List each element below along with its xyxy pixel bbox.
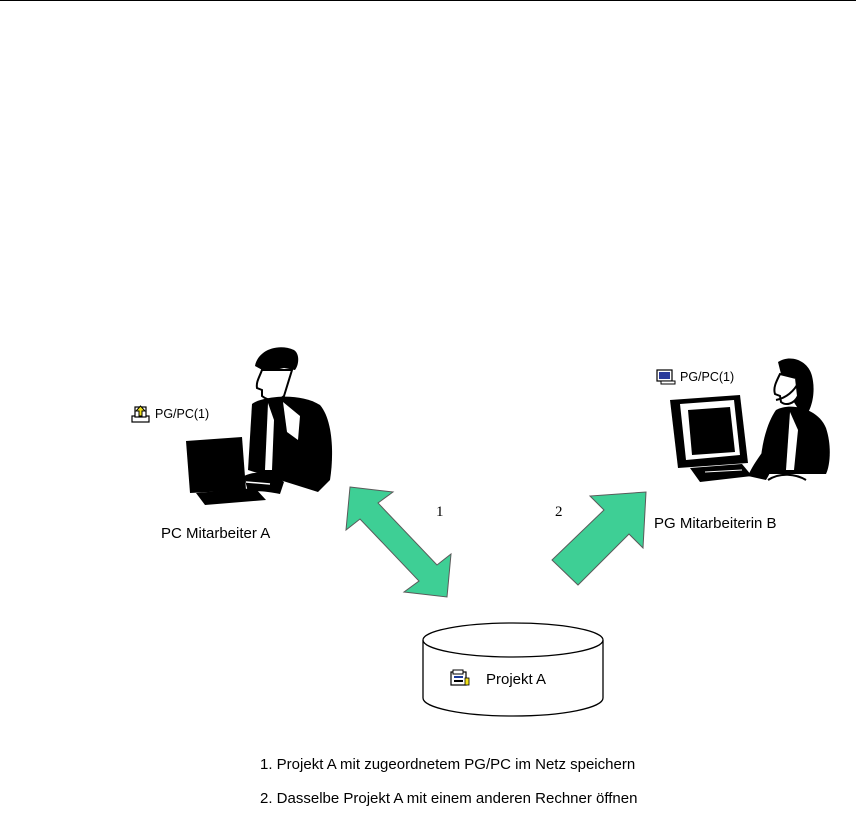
- person-b-illustration: [670, 358, 830, 482]
- step-2-caption: 2. Dasselbe Projekt A mit einem anderen …: [260, 790, 638, 807]
- person-a-device-tag: PG/PC(1): [155, 407, 210, 421]
- database-label: Projekt A: [486, 671, 547, 688]
- project-icon: [450, 669, 470, 686]
- arrow-2-single: [551, 491, 647, 586]
- upload-computer-icon: [131, 405, 150, 423]
- top-rule: [0, 0, 856, 1]
- computer-monitor-icon: [656, 369, 676, 385]
- person-a-role-label: PC Mitarbeiter A: [161, 525, 271, 542]
- person-a-illustration: [186, 347, 333, 505]
- arrow-1-double: [345, 486, 452, 598]
- database-cylinder: [422, 622, 604, 717]
- person-b-device-tag: PG/PC(1): [680, 370, 735, 384]
- person-b-role-label: PG Mitarbeiterin B: [654, 515, 777, 532]
- arrow-1-label: 1: [436, 504, 444, 520]
- step-1-caption: 1. Projekt A mit zugeordnetem PG/PC im N…: [260, 756, 636, 773]
- arrow-2-label: 2: [555, 504, 563, 520]
